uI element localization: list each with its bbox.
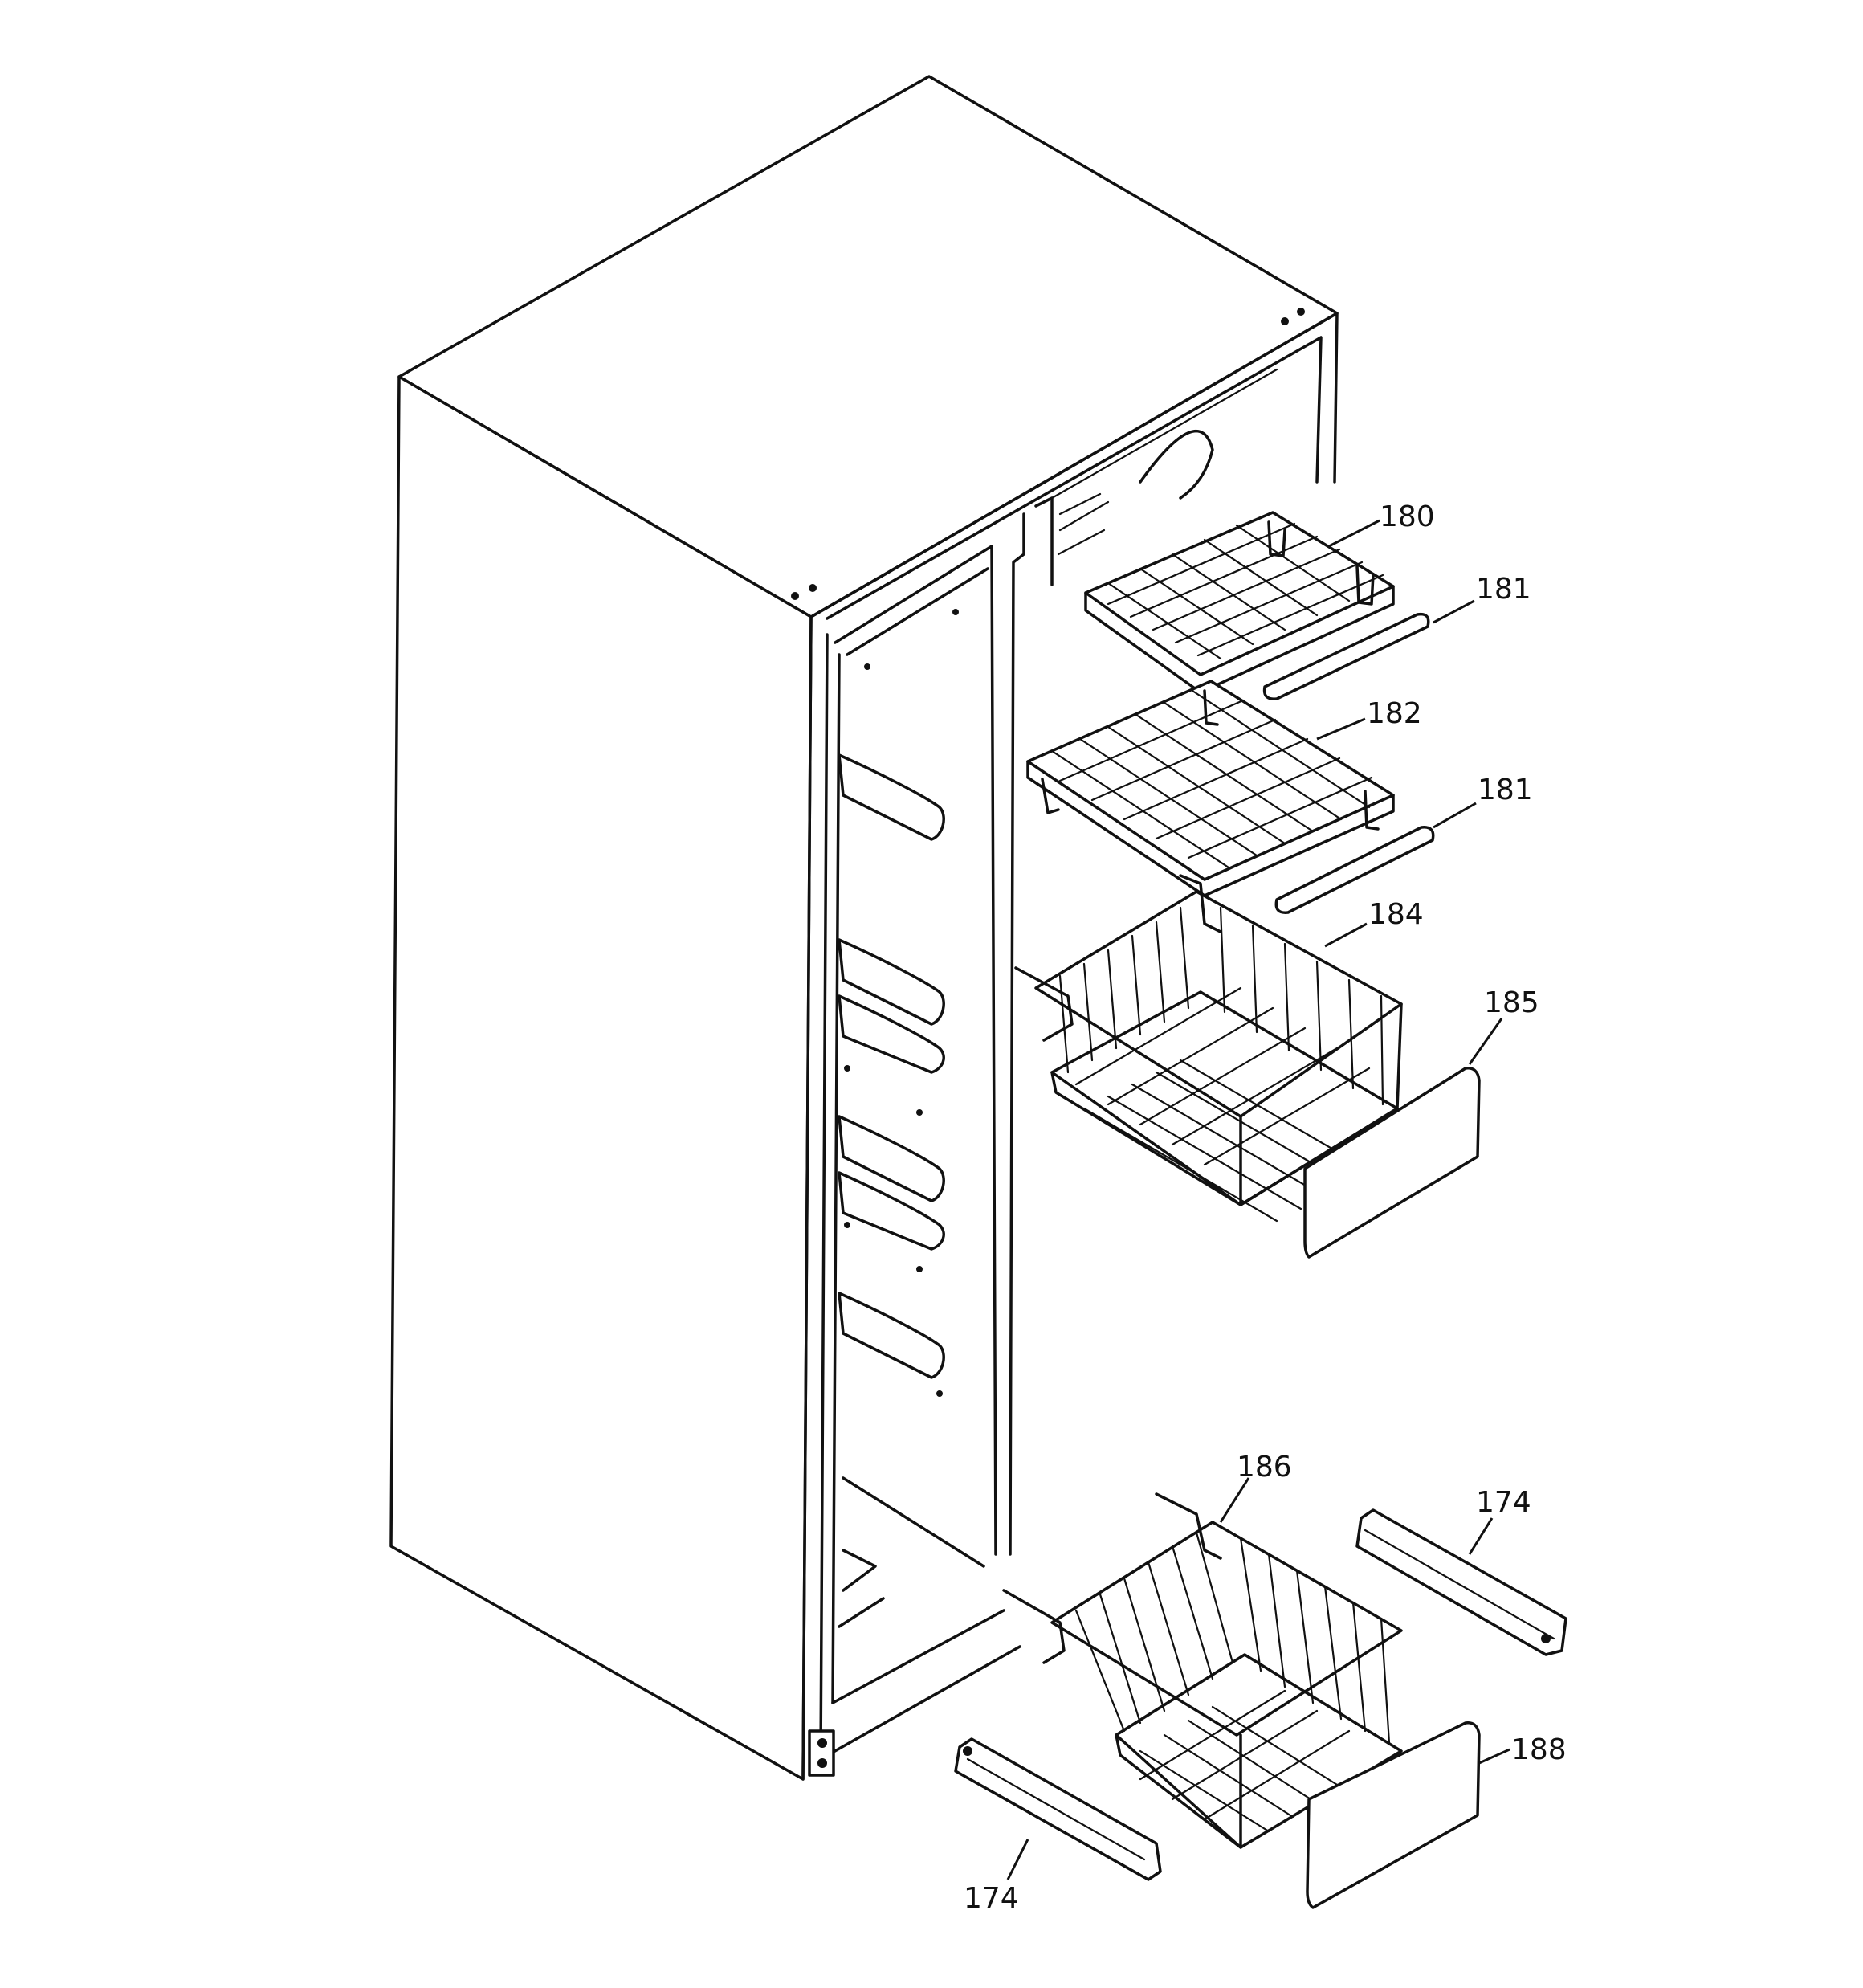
wire-shelf-182: [1026, 680, 1395, 897]
callout-181-upper: 181: [1476, 573, 1531, 606]
shelf-trim-181-lower: [1274, 826, 1435, 914]
callout-184: 184: [1368, 898, 1424, 931]
shelf-trim-181-upper: [1262, 612, 1430, 700]
slide-rail-174-right: [1355, 1508, 1567, 1656]
callout-174-upper: 174: [1476, 1486, 1531, 1519]
callout-174-lower: 174: [964, 1882, 1019, 1915]
callout-181-lower: 181: [1478, 774, 1533, 806]
callout-186: 186: [1237, 1451, 1292, 1484]
basket-front-188: [1306, 1721, 1481, 1909]
wire-basket-186: [1002, 1492, 1403, 1849]
wire-basket-184: [1014, 874, 1403, 1223]
slide-rail-174-left: [954, 1737, 1162, 1881]
callout-labels: 180 181 182 181 184 185 186 174 188 174: [964, 500, 1567, 1915]
callout-leaders: [1006, 519, 1510, 1880]
refrigerator-cabinet: [389, 75, 1339, 1781]
callout-182: 182: [1367, 697, 1422, 730]
callout-185: 185: [1484, 986, 1539, 1019]
callout-188: 188: [1511, 1733, 1567, 1766]
wire-shelf-180: [1084, 511, 1395, 694]
callout-180: 180: [1380, 500, 1435, 533]
basket-front-185: [1303, 1067, 1481, 1259]
